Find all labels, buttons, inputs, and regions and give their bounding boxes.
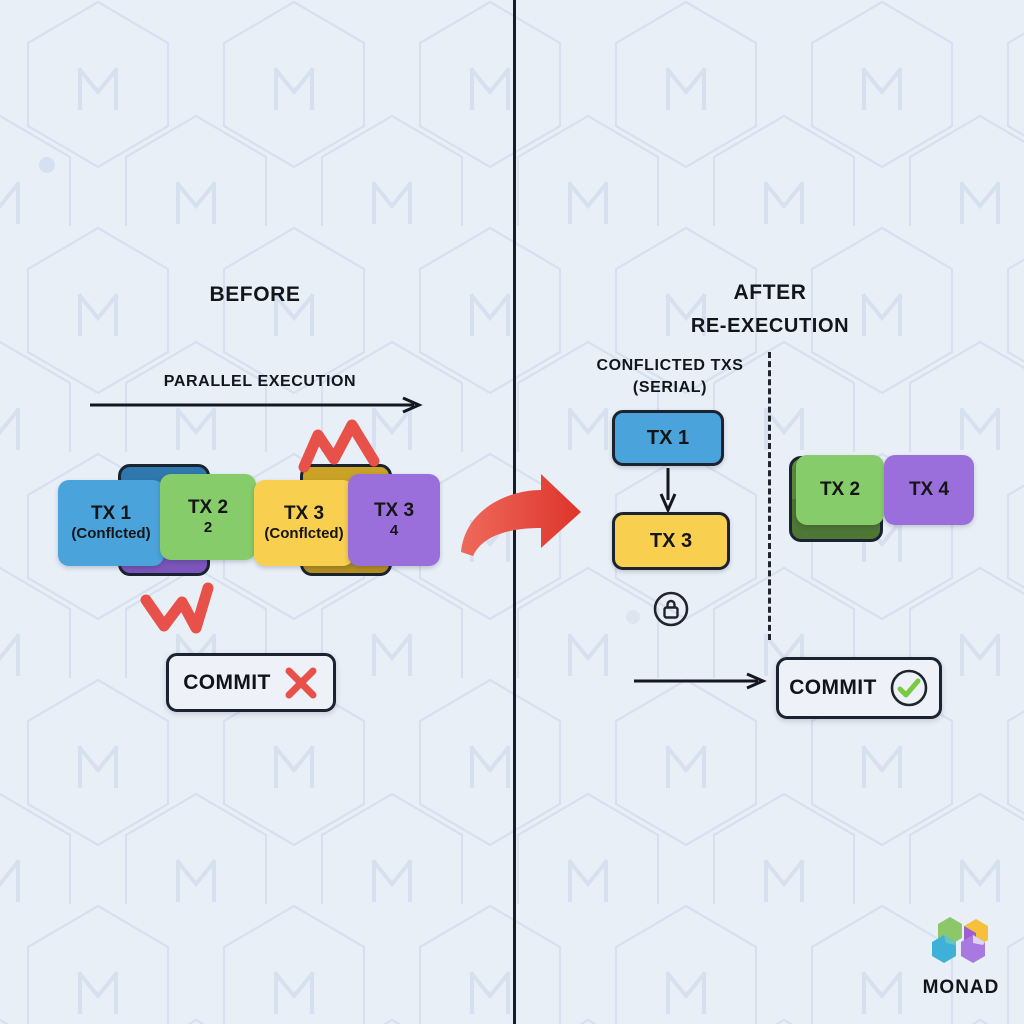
after-parallel-tx-2[interactable]: TX 2 <box>796 455 884 525</box>
after-title: AFTER <box>733 281 807 304</box>
parallel-execution-label: PARALLEL EXECUTION <box>163 373 357 390</box>
lock-icon <box>653 591 689 627</box>
serial-flow-arrow-icon <box>659 468 677 514</box>
after-parallel-tx-2-label: TX 2 <box>819 479 861 500</box>
serial-parallel-dashed-divider <box>768 352 771 640</box>
after-parallel-tx-4-label: TX 4 <box>908 479 950 500</box>
conflicted-txs-line2: (SERIAL) <box>632 379 708 396</box>
before-tx-card-2[interactable]: TX 2 2 <box>160 474 256 560</box>
conflict-zigzag-icon-top <box>298 419 380 473</box>
before-tx-card-3[interactable]: TX 3 (Conflcted) <box>254 480 354 566</box>
monad-logo: MONAD <box>906 912 1016 999</box>
commit-success-box[interactable]: COMMIT <box>776 657 942 719</box>
before-tx-card-1[interactable]: TX 1 (Conflcted) <box>58 480 164 566</box>
commit-fail-label: COMMIT <box>183 670 271 694</box>
commit-success-label: COMMIT <box>789 676 877 699</box>
before-tx-1-sub: (Conflcted) <box>71 525 151 543</box>
after-subtitle: RE-EXECUTION <box>690 315 850 337</box>
before-tx-3-sub: (Conflcted) <box>264 525 344 543</box>
after-serial-tx-3[interactable]: TX 3 <box>612 512 730 570</box>
monad-cube-logo-icon <box>932 917 988 963</box>
commit-inbound-arrow-icon <box>634 672 767 690</box>
green-check-icon <box>890 669 928 707</box>
monad-wordmark: MONAD <box>922 977 1000 998</box>
after-parallel-tx-4[interactable]: TX 4 <box>884 455 974 525</box>
conflict-zigzag-icon-bottom <box>140 582 214 634</box>
red-x-icon <box>285 667 317 698</box>
commit-fail-box[interactable]: COMMIT <box>166 653 336 712</box>
before-tx-4-title: TX 3 <box>373 499 415 521</box>
before-tx-2-title: TX 2 <box>187 496 229 518</box>
after-serial-tx-3-label: TX 3 <box>649 529 693 552</box>
conflicted-txs-label: CONFLICTED TXS (SERIAL) <box>560 355 780 399</box>
before-title: BEFORE <box>209 283 301 306</box>
conflicted-txs-line1: CONFLICTED TXS <box>596 357 744 374</box>
before-tx-3-title: TX 3 <box>283 502 325 524</box>
before-tx-2-sub: 2 <box>203 519 213 537</box>
before-tx-4-sub: 4 <box>389 522 399 540</box>
before-tx-1-title: TX 1 <box>90 502 132 524</box>
before-tx-card-4[interactable]: TX 3 4 <box>348 474 440 566</box>
transition-arrow-icon <box>461 474 581 556</box>
after-serial-tx-1[interactable]: TX 1 <box>612 410 724 466</box>
after-serial-tx-1-label: TX 1 <box>646 426 690 449</box>
parallel-execution-arrow-icon <box>90 396 423 414</box>
